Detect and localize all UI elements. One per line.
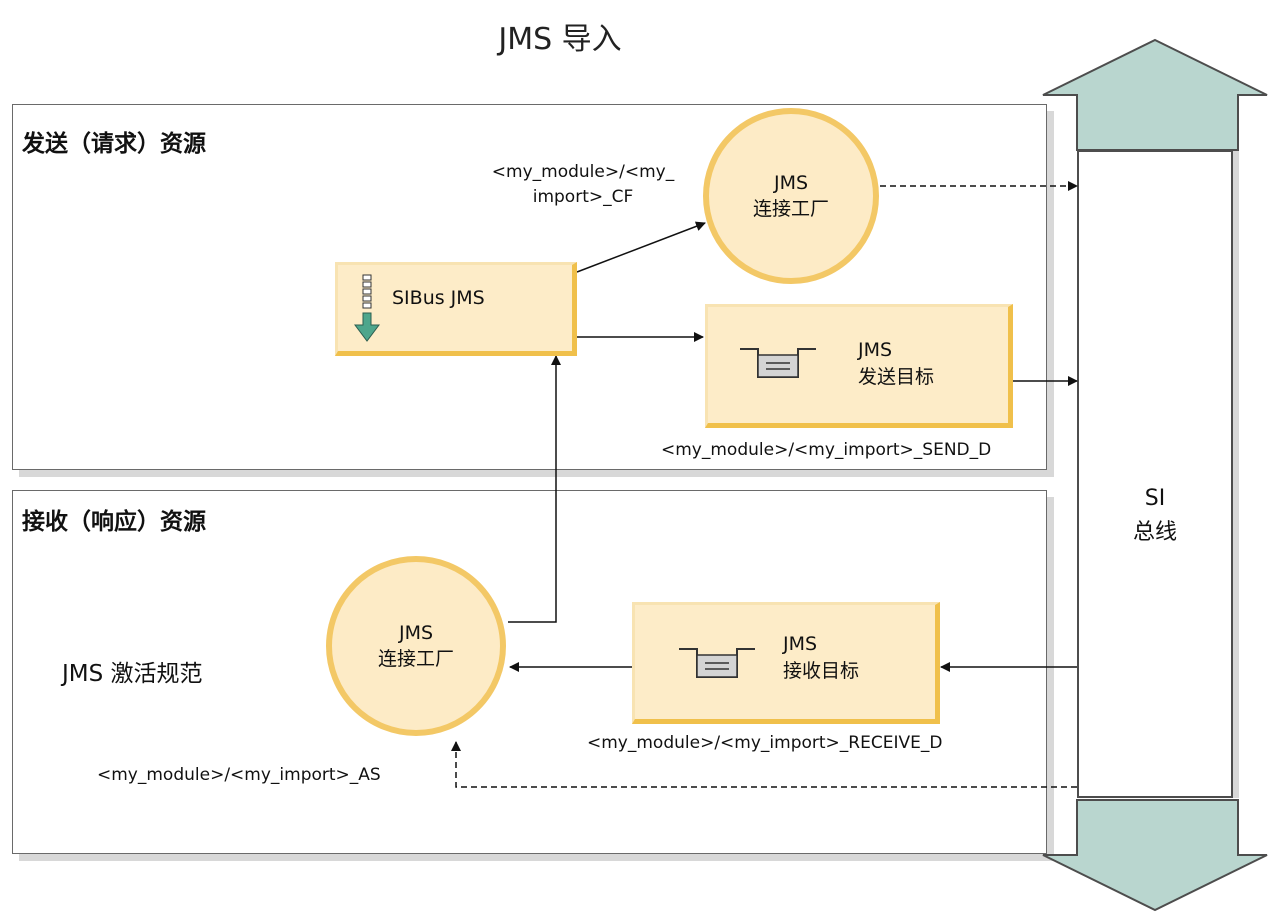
send-destination: JMS 发送目标	[705, 304, 1013, 428]
queue-down-icon	[354, 274, 380, 342]
receive-dest-path-label: <my_module>/<my_import>_RECEIVE_D	[587, 733, 943, 753]
cf-path-label: <my_module>/<my_ import>_CF	[470, 160, 696, 210]
arrow-receive-cf-to-sibus	[508, 355, 561, 623]
bus-down-arrow	[1042, 799, 1268, 912]
si-bus-label-line2: 总线	[1132, 520, 1177, 545]
receive-panel-title: 接收（响应）资源	[22, 509, 206, 535]
cf-path-line1: <my_module>/<my_	[491, 162, 675, 182]
send-cf-label-line1: JMS	[773, 172, 809, 194]
send-dest-path-label: <my_module>/<my_import>_SEND_D	[661, 440, 992, 460]
send-cf-label-line2: 连接工厂	[752, 198, 829, 220]
receive-dest-label-line2: 接收目标	[783, 660, 860, 682]
cf-path-line2: import>_CF	[532, 187, 634, 207]
send-dest-label-line1: JMS	[858, 339, 893, 361]
receive-connection-factory: JMS 连接工厂	[326, 556, 506, 736]
receive-cf-label-line1: JMS	[398, 622, 434, 644]
sibus-jms-node: SIBus JMS	[335, 262, 577, 356]
send-dest-label-line2: 发送目标	[858, 366, 935, 388]
send-dest-label: JMS 发送目标	[858, 337, 934, 391]
si-bus-label: SI 总线	[1079, 482, 1231, 550]
diagram-title: JMS 导入	[498, 22, 622, 57]
arrow-bus-to-as	[451, 741, 1077, 788]
receive-cf-label-line2: 连接工厂	[377, 648, 454, 670]
bus-up-arrow	[1042, 38, 1268, 151]
receive-dest-label-line1: JMS	[783, 633, 818, 655]
receive-dest-label: JMS 接收目标	[783, 631, 859, 685]
activation-spec-label: JMS 激活规范	[62, 661, 203, 687]
send-connection-factory: JMS 连接工厂	[703, 108, 879, 284]
destination-queue-icon	[740, 348, 816, 378]
sibus-jms-label: SIBus JMS	[392, 287, 485, 309]
send-panel-title: 发送（请求）资源	[22, 131, 206, 157]
activation-spec-path-label: <my_module>/<my_import>_AS	[97, 765, 381, 785]
arrow-sibus-to-cf	[576, 221, 706, 273]
si-bus: SI 总线	[1077, 150, 1233, 798]
receive-destination: JMS 接收目标	[632, 602, 940, 724]
si-bus-label-line1: SI	[1144, 486, 1166, 511]
destination-queue-icon	[679, 648, 755, 678]
